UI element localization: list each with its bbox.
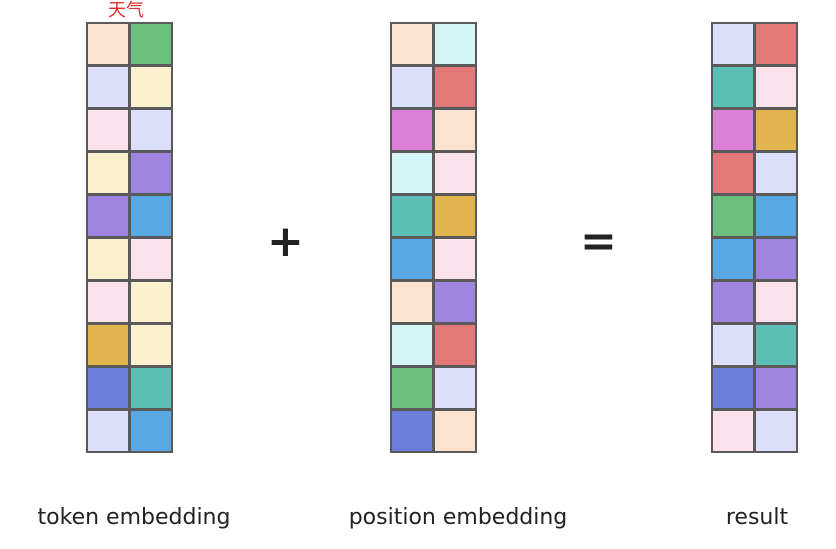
position-cell-r10-c2: [435, 411, 475, 451]
token-cell-r7-c1: [88, 282, 128, 322]
position-cell-r7-c1: [392, 282, 432, 322]
position-cell-r2-c2: [435, 67, 475, 107]
position-cell-r3-c1: [392, 110, 432, 150]
position-cell-r1-c1: [392, 24, 432, 64]
position-cell-r6-c1: [392, 239, 432, 279]
position-cell-r10-c1: [392, 411, 432, 451]
result-cell-r6-c2: [756, 239, 796, 279]
position-cell-r1-c2: [435, 24, 475, 64]
position-cell-r9-c2: [435, 368, 475, 408]
token-cell-r2-c2: [131, 67, 171, 107]
result-cell-r5-c2: [756, 196, 796, 236]
token-embedding-label: token embedding: [37, 505, 231, 530]
result-cell-r9-c2: [756, 368, 796, 408]
result-cell-r5-c1: [713, 196, 753, 236]
position-cell-r4-c2: [435, 153, 475, 193]
position-cell-r7-c2: [435, 282, 475, 322]
equals-operator: =: [580, 216, 617, 267]
position-embedding-matrix: [390, 22, 477, 453]
position-cell-r9-c1: [392, 368, 432, 408]
token-cell-r4-c2: [131, 153, 171, 193]
token-cell-r7-c2: [131, 282, 171, 322]
result-matrix: [711, 22, 798, 453]
token-cell-r2-c1: [88, 67, 128, 107]
token-cell-r3-c2: [131, 110, 171, 150]
result-cell-r6-c1: [713, 239, 753, 279]
result-cell-r10-c2: [756, 411, 796, 451]
token-cell-r3-c1: [88, 110, 128, 150]
result-label: result: [725, 505, 789, 530]
plus-operator: +: [267, 216, 304, 267]
result-cell-r4-c1: [713, 153, 753, 193]
position-embedding-label: position embedding: [348, 505, 568, 530]
position-cell-r6-c2: [435, 239, 475, 279]
token-cell-r10-c1: [88, 411, 128, 451]
position-cell-r8-c1: [392, 325, 432, 365]
token-cell-r6-c2: [131, 239, 171, 279]
result-cell-r7-c2: [756, 282, 796, 322]
position-cell-r4-c1: [392, 153, 432, 193]
result-cell-r1-c1: [713, 24, 753, 64]
result-cell-r2-c1: [713, 67, 753, 107]
result-cell-r3-c2: [756, 110, 796, 150]
position-cell-r5-c1: [392, 196, 432, 236]
token-cell-r10-c2: [131, 411, 171, 451]
token-annotation: 天气: [108, 0, 144, 21]
token-cell-r4-c1: [88, 153, 128, 193]
position-cell-r2-c1: [392, 67, 432, 107]
position-cell-r8-c2: [435, 325, 475, 365]
result-cell-r8-c1: [713, 325, 753, 365]
token-cell-r9-c2: [131, 368, 171, 408]
token-cell-r8-c1: [88, 325, 128, 365]
result-cell-r9-c1: [713, 368, 753, 408]
token-cell-r6-c1: [88, 239, 128, 279]
result-cell-r8-c2: [756, 325, 796, 365]
result-cell-r10-c1: [713, 411, 753, 451]
result-cell-r4-c2: [756, 153, 796, 193]
result-cell-r3-c1: [713, 110, 753, 150]
position-cell-r3-c2: [435, 110, 475, 150]
token-cell-r8-c2: [131, 325, 171, 365]
token-embedding-matrix: [86, 22, 173, 453]
token-cell-r9-c1: [88, 368, 128, 408]
token-cell-r1-c1: [88, 24, 128, 64]
token-cell-r5-c2: [131, 196, 171, 236]
token-cell-r1-c2: [131, 24, 171, 64]
position-cell-r5-c2: [435, 196, 475, 236]
result-cell-r7-c1: [713, 282, 753, 322]
result-cell-r2-c2: [756, 67, 796, 107]
result-cell-r1-c2: [756, 24, 796, 64]
token-cell-r5-c1: [88, 196, 128, 236]
